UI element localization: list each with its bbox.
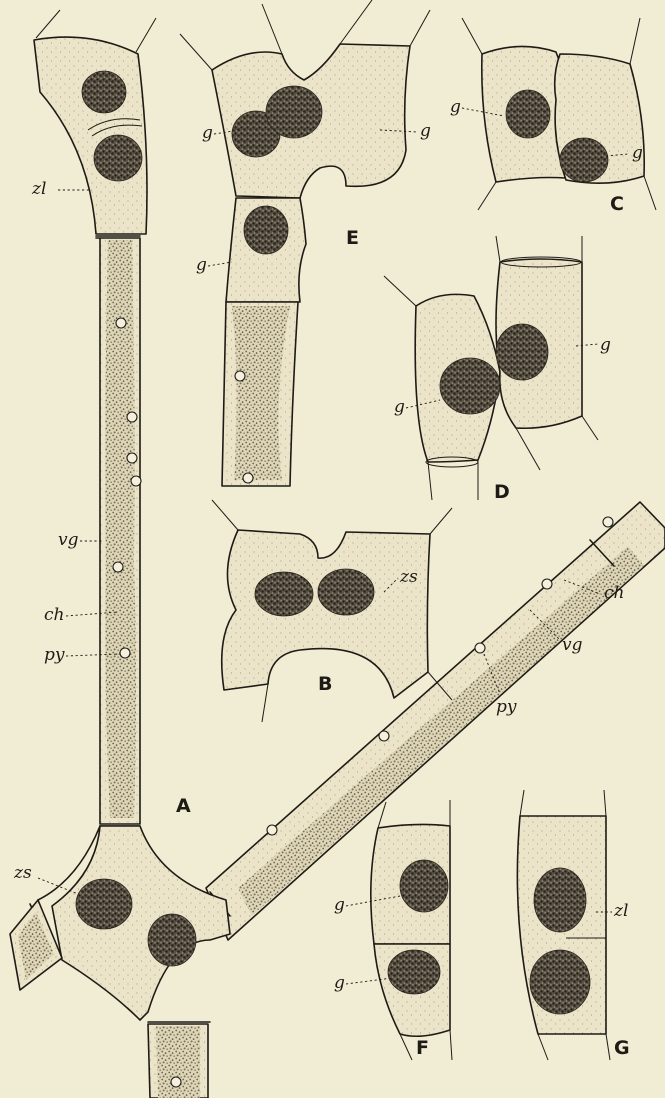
panel-c-nucleus-2 (560, 138, 608, 182)
caption-c: C (610, 193, 624, 215)
label-d-g-left: g (394, 397, 405, 417)
label-e-g-1: g (202, 123, 213, 143)
label-py: py (44, 645, 65, 665)
caption-d: D (494, 481, 510, 503)
label-d-g-right: g (600, 335, 611, 355)
junction-nucleus-1 (76, 879, 132, 929)
label-ch: ch (44, 605, 64, 625)
label-diag-vg: vg (562, 635, 583, 655)
panel-g-nucleus-1 (534, 868, 586, 932)
label-b-zs: zs (399, 567, 418, 587)
top-nucleus-2 (94, 135, 142, 181)
label-vg: vg (58, 530, 79, 550)
label-zs: zs (13, 863, 32, 883)
panel-d-nucleus-1 (440, 358, 500, 414)
caption-a: A (176, 795, 191, 817)
pyrenoid-py (120, 648, 130, 658)
top-cell-zl (34, 37, 147, 234)
panel-d: g g D (384, 236, 611, 503)
caption-g: G (614, 1037, 630, 1059)
caption-b: B (318, 673, 332, 695)
label-e-g-2: g (420, 121, 431, 141)
label-c-g-left: g (450, 97, 461, 117)
panel-e-nucleus-2 (266, 86, 322, 138)
panel-b-nucleus-2 (318, 569, 374, 615)
panel-g-nucleus-2 (530, 950, 590, 1014)
label-zl: zl (31, 179, 46, 199)
panel-f-nucleus-2 (388, 950, 440, 994)
top-nucleus-1 (82, 71, 126, 113)
caption-e: E (346, 227, 359, 249)
label-f-g-2: g (334, 973, 345, 993)
label-diag-py: py (496, 697, 517, 717)
label-e-g-3: g (196, 255, 207, 275)
junction-nucleus-2 (148, 914, 196, 966)
panel-g: zl G (517, 790, 629, 1060)
label-g-zl: zl (613, 901, 628, 921)
label-f-g-1: g (334, 895, 345, 915)
junction-cell (52, 826, 230, 1020)
panel-f: g g F (334, 800, 452, 1060)
panel-e-nucleus-3 (244, 206, 288, 254)
label-c-g-right: g (632, 143, 643, 163)
label-diag-ch: ch (604, 583, 624, 603)
panel-c-nucleus-1 (506, 90, 550, 138)
caption-f: F (416, 1037, 429, 1059)
panel-f-nucleus-1 (400, 860, 448, 912)
panel-c: g g C (450, 18, 656, 215)
panel-b-nucleus-1 (255, 572, 313, 616)
panel-b: zs B (212, 500, 452, 722)
panel-d-nucleus-2 (496, 324, 548, 380)
